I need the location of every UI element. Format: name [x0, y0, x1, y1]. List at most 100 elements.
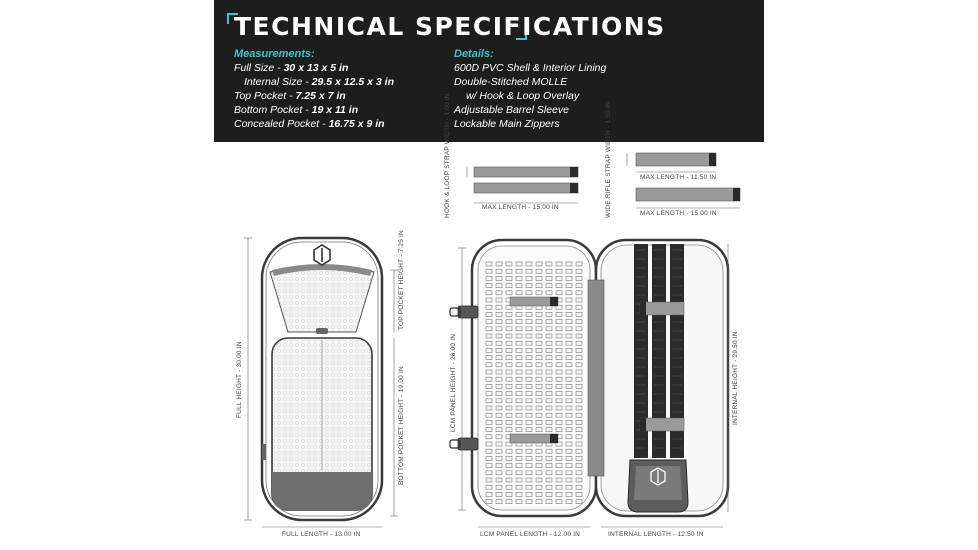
lcm-slot — [485, 297, 493, 303]
lcm-slot — [485, 348, 493, 353]
case-front-view — [260, 236, 384, 522]
lcm-slot — [535, 348, 543, 353]
measurement-line: Concealed Pocket - 16.75 x 9 in — [234, 118, 385, 130]
lcm-slot — [485, 499, 493, 504]
lcm-slot — [485, 312, 493, 317]
hook-loop-strap-1 — [473, 166, 579, 178]
bottom-pocket-height-label: BOTTOM POCKET HEIGHT - 19.00 IN — [398, 366, 405, 485]
lcm-slot — [555, 348, 563, 353]
hook-loop-strap-width-label: HOOK & LOOP STRAP WIDTH - 1.00 IN — [444, 93, 451, 218]
lcm-slot — [515, 326, 523, 332]
lcm-slot — [545, 405, 553, 411]
lcm-slot — [525, 340, 533, 346]
lcm-slot — [545, 340, 553, 346]
lcm-slot — [485, 319, 493, 324]
lcm-slot — [545, 276, 553, 281]
lcm-slot — [545, 355, 553, 360]
lcm-slot — [545, 369, 553, 375]
lcm-slot — [545, 484, 553, 490]
lcm-slot — [495, 405, 503, 411]
lcm-slot — [505, 391, 513, 396]
lcm-slot — [495, 427, 503, 432]
lcm-slot — [505, 376, 513, 382]
lcm-slot — [485, 355, 493, 360]
lcm-slot — [515, 463, 523, 468]
lcm-slot — [545, 290, 553, 296]
lcm-slot — [515, 312, 523, 317]
lcm-slot — [485, 420, 493, 425]
lcm-slot — [555, 276, 563, 281]
lcm-slot — [575, 369, 583, 375]
lcm-slot — [555, 456, 563, 461]
lcm-slot — [565, 369, 573, 375]
lcm-slot — [495, 261, 503, 267]
lcm-slot — [545, 477, 553, 483]
lcm-slot — [545, 420, 553, 425]
lcm-slot — [495, 290, 503, 296]
lcm-slot — [555, 326, 563, 332]
lcm-slot — [495, 441, 503, 447]
lcm-slot — [525, 333, 533, 339]
lcm-slot — [525, 484, 533, 490]
lcm-slot — [535, 391, 543, 396]
lcm-slot — [565, 448, 573, 454]
barrel-strap-lower — [639, 417, 685, 432]
lcm-slot — [575, 492, 583, 497]
lcm-slot — [545, 319, 553, 324]
lcm-slot — [555, 355, 563, 360]
lcm-slot — [575, 376, 583, 382]
lcm-slot — [555, 441, 563, 447]
lcm-slot — [515, 412, 523, 418]
lcm-slot — [575, 268, 583, 274]
lcm-slot — [525, 427, 533, 432]
lcm-slot — [575, 499, 583, 504]
lcm-slot — [555, 398, 563, 404]
lcm-slot — [525, 276, 533, 281]
lcm-strap-upper — [509, 296, 559, 307]
lcm-slot — [505, 492, 513, 497]
lcm-slot — [535, 355, 543, 360]
lcm-slot — [485, 391, 493, 396]
lcm-slot — [485, 304, 493, 310]
barrel-strap-upper — [639, 301, 685, 316]
lcm-slot — [565, 456, 573, 461]
internal-length-label: INTERNAL LENGTH - 12.50 IN — [608, 531, 704, 538]
lcm-slot — [515, 376, 523, 382]
lcm-slot — [575, 312, 583, 317]
lcm-slot — [525, 362, 533, 368]
lcm-slot — [505, 477, 513, 483]
lcm-slot — [555, 484, 563, 490]
lcm-slot — [575, 412, 583, 418]
lcm-slot — [565, 391, 573, 396]
lcm-slot — [495, 319, 503, 324]
lcm-slot — [495, 268, 503, 274]
lcm-slot — [565, 326, 573, 332]
lcm-slot — [515, 319, 523, 324]
lcm-slot — [505, 412, 513, 418]
lcm-slot — [505, 448, 513, 454]
lcm-slot — [565, 362, 573, 368]
detail-line: Lockable Main Zippers — [454, 118, 560, 130]
lcm-slot — [555, 470, 563, 476]
lcm-slot — [495, 355, 503, 360]
lcm-slot — [535, 470, 543, 476]
lcm-slot — [525, 261, 533, 267]
lcm-slot — [515, 391, 523, 396]
lcm-slot — [525, 369, 533, 375]
lcm-slot — [495, 434, 503, 440]
lcm-slot — [575, 290, 583, 296]
lcm-slot — [575, 319, 583, 324]
lcm-slot — [555, 448, 563, 454]
lcm-slot — [495, 362, 503, 368]
lcm-slot — [515, 492, 523, 497]
lcm-slot — [575, 463, 583, 468]
detail-line: 600D PVC Shell & Interior Lining — [454, 62, 607, 74]
lcm-slot — [505, 340, 513, 346]
lcm-slot — [495, 456, 503, 461]
lcm-slot — [575, 283, 583, 288]
lcm-slot — [535, 268, 543, 274]
lcm-strap-lower — [509, 433, 559, 444]
lcm-slot — [525, 420, 533, 425]
lcm-slot — [485, 398, 493, 404]
lcm-slot — [535, 398, 543, 404]
